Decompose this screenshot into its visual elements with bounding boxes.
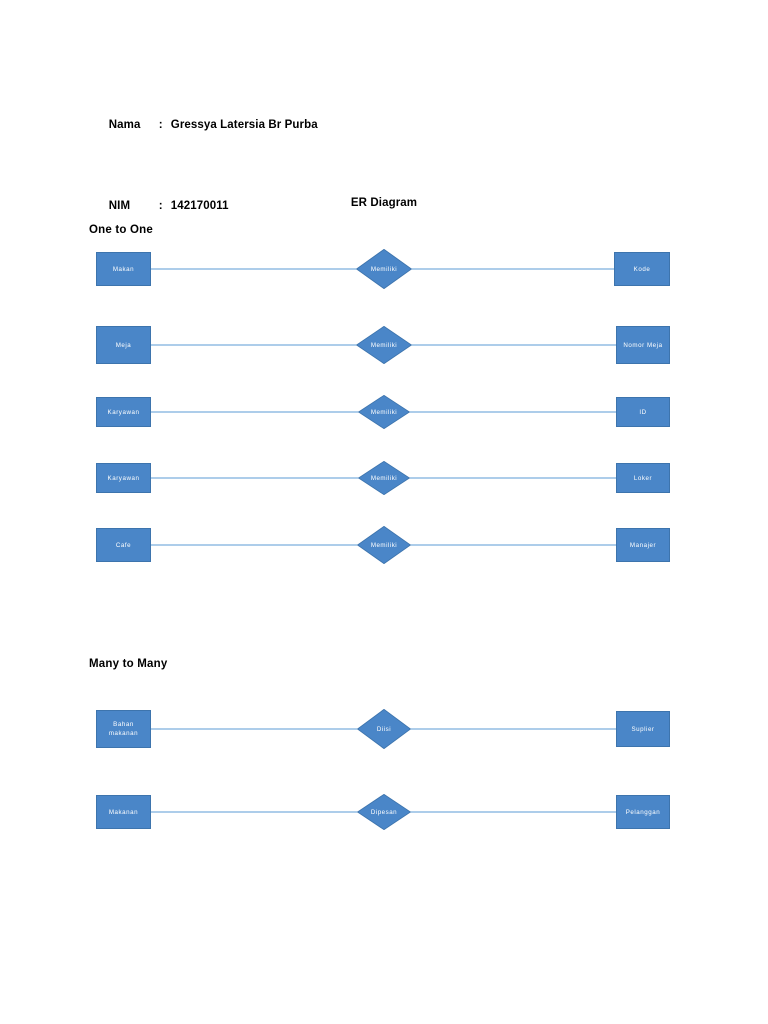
relationship-label: Diisi xyxy=(376,725,392,733)
entity-label: Cafe xyxy=(115,541,132,549)
nim-label: NIM xyxy=(108,200,131,212)
er-relationship-row: Makan Kode Memiliki xyxy=(0,241,768,297)
section-title-many-to-many: Many to Many xyxy=(89,658,168,670)
entity-box: Makan xyxy=(96,252,151,286)
entity-label: Nomor Meja xyxy=(623,341,663,349)
relationship-diamond: Memiliki xyxy=(358,461,410,495)
er-relationship-row: Meja Nomor Meja Memiliki xyxy=(0,317,768,373)
entity-box: Karyawan xyxy=(96,463,151,493)
er-relationship-row: Karyawan ID Memiliki xyxy=(0,384,768,440)
connector-line-left xyxy=(151,268,385,270)
relationship-diamond: Memiliki xyxy=(358,395,410,429)
entity-box: Karyawan xyxy=(96,397,151,427)
entity-label: Meja xyxy=(115,341,132,349)
relationship-label: Memiliki xyxy=(370,541,398,549)
connector-line-left xyxy=(151,544,385,546)
relationship-label: Memiliki xyxy=(370,408,398,416)
entity-box: Loker xyxy=(616,463,670,493)
connector-line-left xyxy=(151,477,385,479)
diamond-shape-icon xyxy=(356,249,412,289)
entity-box: Pelanggan xyxy=(616,795,670,829)
entity-box: Meja xyxy=(96,326,151,364)
entity-label: Kode xyxy=(633,265,651,273)
entity-label: Manajer xyxy=(629,541,657,549)
name-separator: : xyxy=(158,119,163,131)
entity-label: Karyawan xyxy=(107,474,140,482)
relationship-diamond: Memiliki xyxy=(357,526,411,564)
entity-box: ID xyxy=(616,397,670,427)
student-info-header: Nama:Gressya Latersia Br Purba NIM:14217… xyxy=(89,85,689,247)
name-label: Nama xyxy=(108,119,141,131)
name-value: Gressya Latersia Br Purba xyxy=(170,119,318,131)
connector-line-left xyxy=(151,411,385,413)
entity-label: Loker xyxy=(633,474,653,482)
relationship-diamond: Dipesan xyxy=(357,794,411,830)
entity-box: Manajer xyxy=(616,528,670,562)
entity-label: Makan xyxy=(112,265,135,273)
diamond-shape-icon xyxy=(356,326,412,364)
entity-label: Makanan xyxy=(108,808,139,816)
connector-line-left xyxy=(151,728,385,730)
er-relationship-row: Karyawan Loker Memiliki xyxy=(0,450,768,506)
relationship-label: Dipesan xyxy=(370,808,398,816)
relationship-label: Memiliki xyxy=(370,474,398,482)
connector-line-right xyxy=(383,811,616,813)
connector-line-left xyxy=(151,811,385,813)
nim-separator: : xyxy=(158,200,163,212)
section-title-one-to-one: One to One xyxy=(89,224,153,236)
connector-line-right xyxy=(383,411,616,413)
entity-box: Kode xyxy=(614,252,670,286)
entity-label: Pelanggan xyxy=(625,808,661,816)
entity-box: Cafe xyxy=(96,528,151,562)
connector-line-right xyxy=(383,344,616,346)
entity-label: Karyawan xyxy=(107,408,140,416)
diamond-shape-icon xyxy=(357,709,411,749)
student-nim-row: NIM:142170011 xyxy=(89,166,689,247)
relationship-label: Memiliki xyxy=(370,265,398,273)
relationship-diamond: Memiliki xyxy=(356,249,412,289)
entity-box: Nomor Meja xyxy=(616,326,670,364)
er-relationship-row: Cafe Manajer Memiliki xyxy=(0,517,768,573)
diamond-shape-icon xyxy=(358,461,410,495)
relationship-diamond: Diisi xyxy=(357,709,411,749)
diamond-shape-icon xyxy=(357,794,411,830)
relationship-label: Memiliki xyxy=(370,341,398,349)
er-relationship-row: Makanan Pelanggan Dipesan xyxy=(0,784,768,840)
diamond-shape-icon xyxy=(358,395,410,429)
connector-line-right xyxy=(383,544,616,546)
connector-line-right xyxy=(383,268,616,270)
connector-line-right xyxy=(383,728,616,730)
connector-line-right xyxy=(383,477,616,479)
entity-label: ID xyxy=(639,408,647,416)
student-name-row: Nama: Gressya Latersia Br Purba xyxy=(89,85,689,166)
diamond-shape-icon xyxy=(357,526,411,564)
nim-value: 142170011 xyxy=(170,200,229,212)
entity-box: Suplier xyxy=(616,711,670,747)
connector-line-left xyxy=(151,344,385,346)
entity-label: Suplier xyxy=(631,725,655,733)
relationship-diamond: Memiliki xyxy=(356,326,412,364)
entity-box: Makanan xyxy=(96,795,151,829)
page-title: ER Diagram xyxy=(350,197,418,209)
